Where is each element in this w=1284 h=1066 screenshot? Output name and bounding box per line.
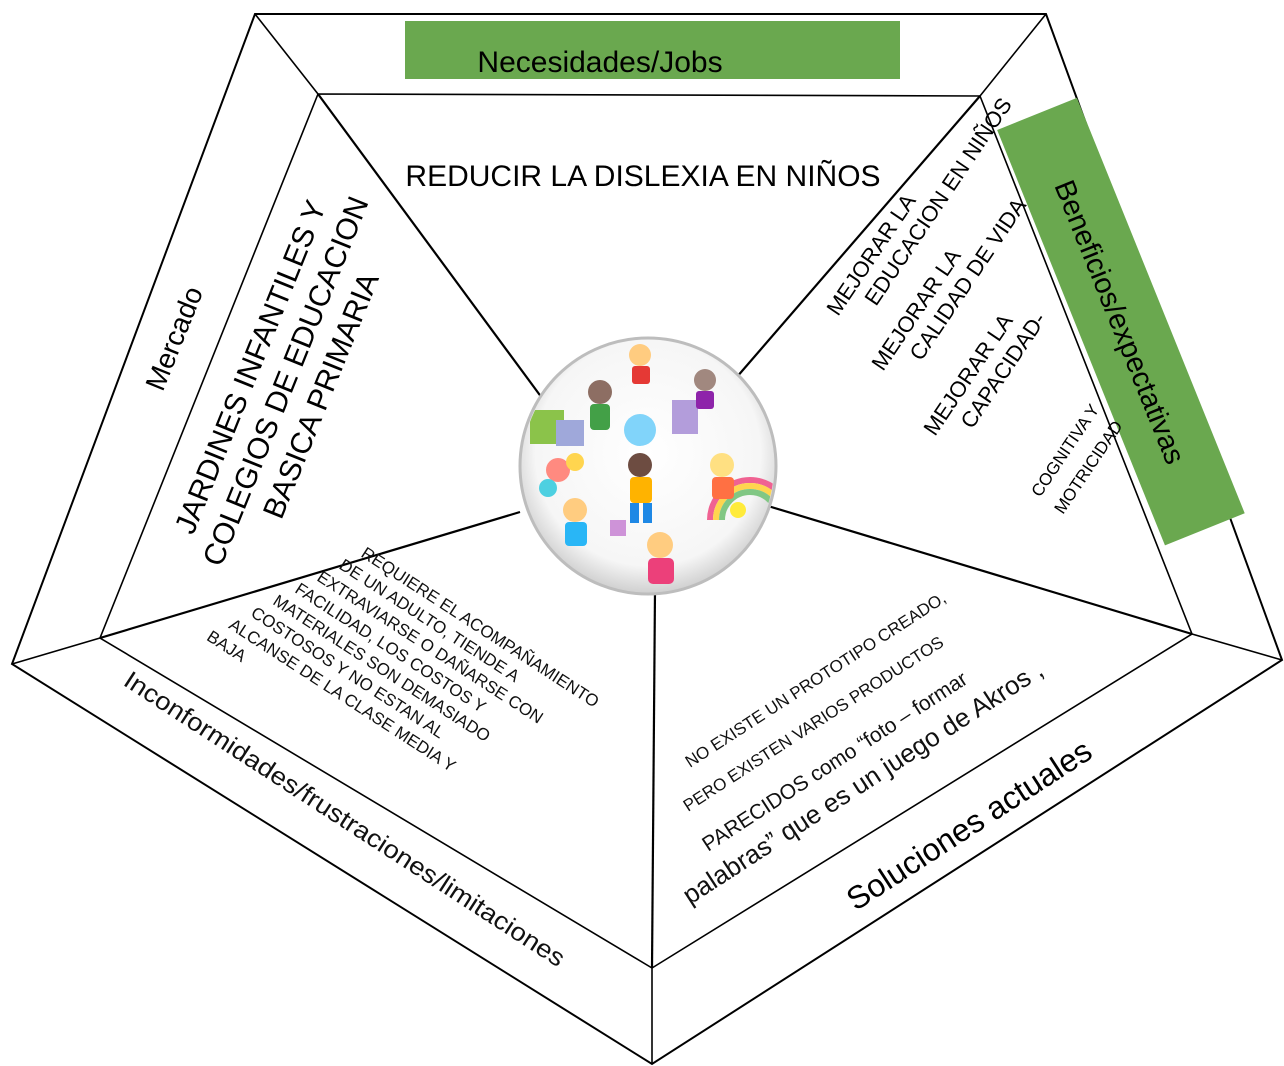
section-dividers [99,93,1193,969]
corner-connectors [11,13,1283,1064]
center-kids-illustration [518,336,778,596]
top-header-banner [405,21,900,79]
inner-pentagon [99,93,1193,969]
frustrations-text: REQUIERE EL ACOMPAÑAMIENTO DE UN ADULTO,… [203,543,602,775]
header-necesidades: Necesidades/Jobs [477,46,722,79]
market-text: JARDINES INFANTILES Y COLEGIOS DE EDUCAC… [169,192,386,571]
jobs-text: REDUCIR LA DISLEXIA EN NIÑOS [405,159,880,193]
outer-pentagon [10,13,1284,1066]
header-mercado: Mercado [139,282,209,395]
right-header-banner [997,97,1245,546]
header-inconformidades: Inconformidades/frustraciones/limitacion… [119,666,570,973]
